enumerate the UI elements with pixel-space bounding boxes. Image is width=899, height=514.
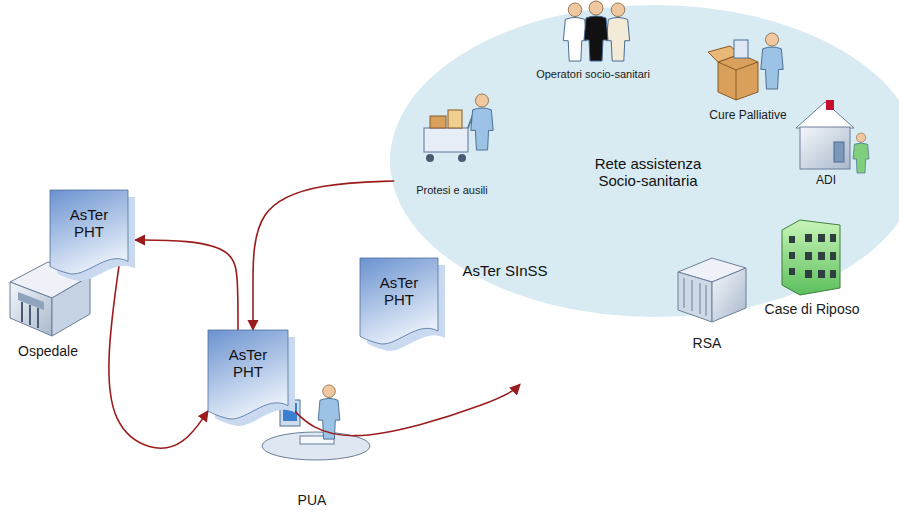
document-outline: [208, 330, 288, 419]
label-slot: Operatori socio-sanitari: [536, 68, 650, 80]
region-label: Rete assistenza Socio-sanitaria: [573, 155, 723, 190]
document-shape: AsTer PHT: [208, 330, 295, 425]
flow-arrow: [287, 384, 520, 435]
icon-label: Protesi e ausili: [416, 184, 488, 196]
system-panel: AsTer PHTAsTer SInSS: [398, 212, 640, 387]
region-ellipse: [390, 5, 899, 317]
icon-label: Operatori socio-sanitari: [536, 68, 650, 80]
label-slot: Protesi e ausili: [416, 184, 488, 196]
node-outline: [398, 212, 640, 387]
document-outline: [50, 190, 128, 274]
label-slot: Cure Palliative: [709, 108, 786, 122]
document-shape: AsTer PHT: [360, 258, 445, 350]
flow-arrow: [135, 240, 238, 330]
icon-label: Case di Riposo: [765, 301, 860, 317]
icon-label: RSA: [693, 335, 722, 351]
document-label: AsTer PHT: [360, 274, 438, 309]
system-label: AsTer SInSS: [450, 262, 560, 279]
icon-label: Cure Palliative: [709, 108, 786, 122]
label-slot: Case di Riposo: [765, 301, 860, 317]
icon-label: ADI: [816, 173, 836, 187]
document-outline: [360, 258, 438, 344]
icon-label: Ospedale: [18, 343, 78, 359]
rest-home-icon: [782, 220, 840, 295]
document-shape: AsTer PHT: [50, 190, 135, 280]
label-slot: RSA: [693, 335, 722, 351]
label-slot: PUA: [298, 492, 327, 508]
operators-icon: [563, 1, 629, 61]
label-slot: ADI: [816, 173, 836, 187]
flow-arrow: [109, 266, 208, 449]
rsa-building-icon: [678, 258, 746, 322]
icon-label: PUA: [298, 492, 327, 508]
document-label: AsTer PHT: [50, 206, 128, 241]
document-label: AsTer PHT: [208, 346, 288, 381]
label-slot: Ospedale: [18, 343, 78, 359]
